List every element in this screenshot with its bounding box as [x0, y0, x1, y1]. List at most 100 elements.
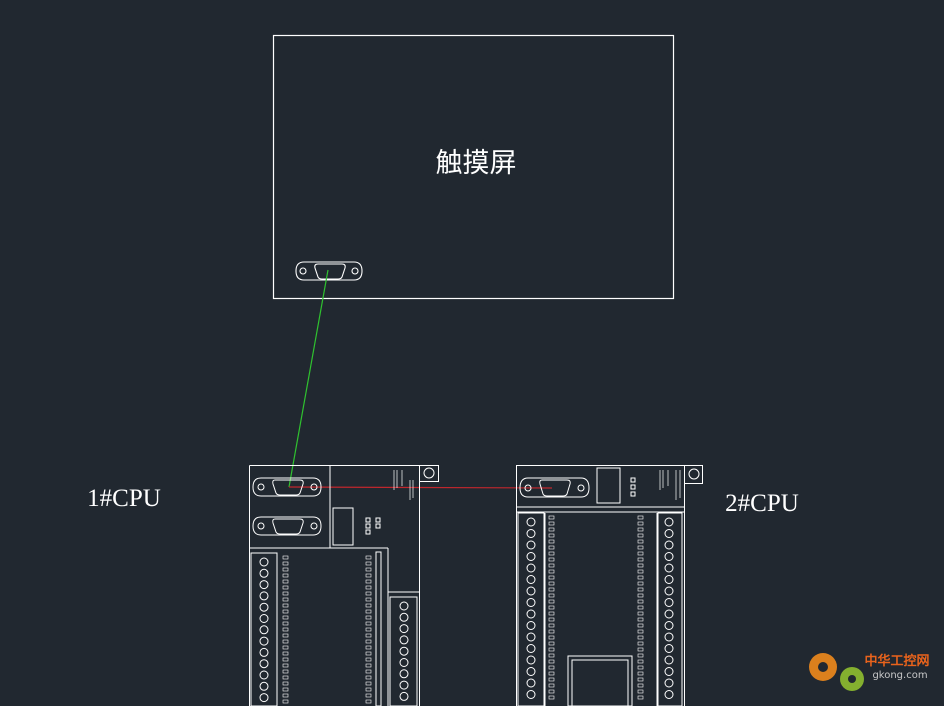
io-label-mark: [365, 699, 372, 704]
io-label-mark: [637, 551, 644, 556]
terminal-screw: [259, 557, 269, 567]
io-label-mark: [365, 639, 372, 644]
io-label-mark: [637, 641, 644, 646]
io-label-mark: [365, 693, 372, 698]
terminal-screw: [664, 540, 674, 550]
terminal-screw: [526, 598, 536, 607]
io-label-mark: [637, 587, 644, 592]
io-label-mark: [365, 669, 372, 674]
terminal-screw: [399, 680, 409, 690]
io-label-mark: [282, 585, 289, 590]
terminal-screw: [526, 552, 536, 561]
terminal-screw: [259, 625, 269, 635]
io-label-mark: [637, 533, 644, 538]
terminal-screw: [259, 568, 269, 578]
io-label-mark: [365, 609, 372, 614]
cpu2-port0: [519, 477, 590, 498]
terminal-screw: [259, 614, 269, 623]
terminal-screw: [259, 659, 269, 669]
io-label-mark: [365, 555, 372, 560]
terminal-screw: [664, 552, 674, 561]
terminal-screw: [259, 670, 269, 680]
io-label-mark: [548, 635, 555, 640]
io-label-mark: [548, 587, 555, 592]
terminal-screw: [526, 667, 536, 676]
terminal-screw: [259, 602, 269, 612]
io-label-mark: [365, 573, 372, 578]
terminal-screw: [664, 575, 674, 584]
terminal-screw: [399, 658, 409, 667]
terminal-screw: [526, 632, 536, 642]
io-label-mark: [282, 651, 289, 656]
cpu1-to-cpu2-ppi-cable: [288, 486, 553, 489]
io-label-mark: [365, 657, 372, 662]
io-label-mark: [548, 599, 555, 604]
io-label-mark: [282, 621, 289, 626]
io-label-mark: [637, 605, 644, 610]
io-label-mark: [365, 585, 372, 590]
io-label-mark: [548, 605, 555, 610]
io-label-mark: [548, 515, 555, 520]
io-label-mark: [548, 629, 555, 634]
gear-icon: [809, 653, 864, 691]
terminal-screw: [399, 691, 409, 701]
terminal-screw: [664, 598, 674, 607]
terminal-screw: [664, 690, 674, 699]
io-label-mark: [637, 545, 644, 550]
terminal-screw: [526, 609, 536, 619]
io-label-mark: [282, 669, 289, 674]
cpu2-label: 2#CPU: [725, 490, 799, 517]
io-label-mark: [637, 689, 644, 694]
io-label-mark: [365, 597, 372, 602]
io-label-mark: [282, 645, 289, 650]
io-label-mark: [637, 521, 644, 526]
io-label-mark: [282, 567, 289, 572]
terminal-screw: [399, 646, 409, 656]
terminal-screw: [526, 529, 536, 538]
io-label-mark: [637, 635, 644, 640]
io-label-mark: [548, 539, 555, 544]
terminal-screw: [399, 635, 409, 645]
io-label-mark: [548, 521, 555, 526]
io-label-mark: [637, 599, 644, 604]
io-label-mark: [637, 581, 644, 586]
io-label-mark: [548, 611, 555, 616]
hmi-to-cpu1-cable: [288, 269, 329, 488]
io-label-mark: [365, 603, 372, 608]
io-label-mark: [637, 569, 644, 574]
io-label-mark: [282, 657, 289, 662]
io-label-mark: [548, 659, 555, 664]
io-label-mark: [637, 563, 644, 568]
io-label-mark: [282, 609, 289, 614]
io-label-mark: [637, 683, 644, 688]
io-label-mark: [365, 615, 372, 620]
io-label-mark: [365, 627, 372, 632]
terminal-screw: [526, 655, 536, 665]
io-label-mark: [548, 533, 555, 538]
gkong-watermark: 中华工控网 gkong.com: [809, 653, 930, 691]
io-label-mark: [548, 581, 555, 586]
terminal-screw: [526, 517, 536, 527]
io-label-mark: [548, 545, 555, 550]
io-label-mark: [282, 639, 289, 644]
io-label-mark: [365, 579, 372, 584]
terminal-screw: [526, 690, 536, 699]
io-label-mark: [548, 689, 555, 694]
cpu1-label: 1#CPU: [87, 485, 161, 512]
io-label-mark: [365, 621, 372, 626]
io-label-mark: [282, 579, 289, 584]
terminal-screw: [664, 655, 674, 665]
io-label-mark: [637, 611, 644, 616]
io-label-mark: [365, 633, 372, 638]
io-label-mark: [282, 663, 289, 668]
terminal-screw: [399, 624, 409, 634]
terminal-screw: [526, 540, 536, 550]
io-label-mark: [548, 653, 555, 658]
io-label-mark: [548, 677, 555, 682]
hmi-db9-port: [295, 261, 363, 281]
io-label-mark: [548, 665, 555, 670]
io-label-mark: [548, 695, 555, 700]
terminal-screw: [664, 678, 674, 688]
hmi-label: 触摸屏: [436, 148, 517, 178]
